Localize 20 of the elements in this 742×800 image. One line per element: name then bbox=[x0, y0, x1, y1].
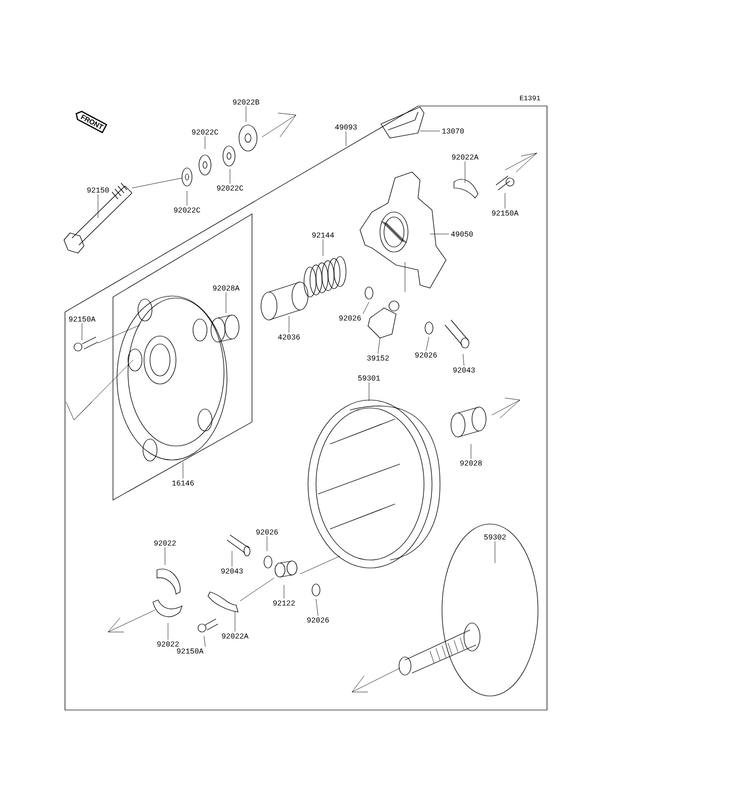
leader-line bbox=[266, 536, 268, 552]
leader-line bbox=[504, 192, 506, 209]
leader-line bbox=[186, 190, 188, 206]
leader-line bbox=[420, 130, 440, 132]
leader-line bbox=[204, 636, 206, 647]
leader-line bbox=[462, 354, 464, 366]
leader-line bbox=[362, 302, 370, 314]
leader-line bbox=[234, 610, 236, 632]
leader-line bbox=[316, 598, 318, 616]
leader-line bbox=[368, 382, 370, 402]
leader-line bbox=[494, 541, 496, 564]
leader-line bbox=[204, 136, 206, 150]
leader-line bbox=[288, 316, 290, 333]
leader-line bbox=[164, 547, 166, 566]
leader-line bbox=[426, 336, 430, 351]
leader-line bbox=[322, 239, 324, 256]
leader-line bbox=[470, 444, 472, 459]
leader-line bbox=[182, 462, 184, 479]
leader-line bbox=[464, 161, 466, 184]
leader-line bbox=[378, 338, 380, 354]
